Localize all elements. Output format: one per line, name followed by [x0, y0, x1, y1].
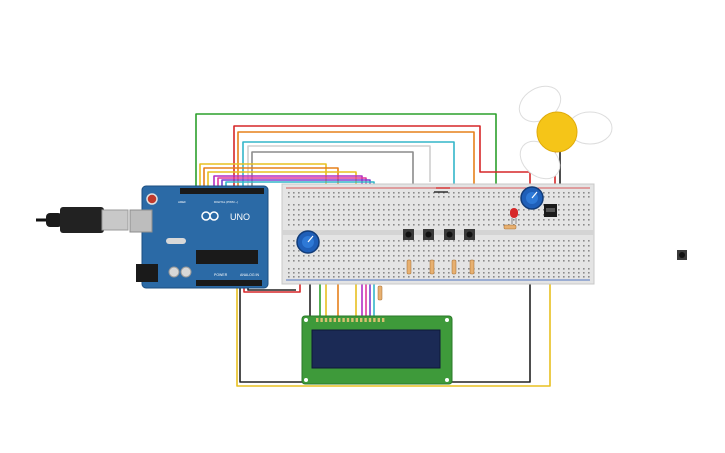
potentiometer-left[interactable] [296, 230, 320, 254]
transistor[interactable] [544, 204, 557, 217]
wire-green-long[interactable] [195, 113, 497, 222]
usb-cable-icon[interactable] [36, 207, 129, 233]
loose-pushbutton[interactable] [677, 250, 687, 260]
breadboard[interactable] [281, 183, 595, 285]
wire-yellow-bottom[interactable] [236, 216, 551, 387]
pushbutton[interactable] [423, 229, 434, 240]
arduino-uno-board[interactable]: UNO DIGITAL (PWM ~) POWER ANALOG IN AREF [129, 185, 269, 289]
lcd-16x2[interactable] [301, 315, 453, 385]
pushbutton[interactable] [403, 229, 414, 240]
wire-red-long[interactable] [233, 125, 531, 192]
analog-label: ANALOG IN [240, 273, 260, 277]
red-led[interactable] [510, 208, 518, 224]
board-brand-text: UNO [230, 212, 250, 222]
pushbutton[interactable] [464, 229, 475, 240]
aref-label: AREF [178, 200, 186, 204]
resistors[interactable] [377, 187, 517, 301]
potentiometer-right[interactable] [520, 186, 544, 210]
pushbuttons[interactable] [403, 229, 475, 240]
pushbutton[interactable] [444, 229, 455, 240]
power-label: POWER [214, 273, 228, 277]
infinity-logo-icon [201, 211, 219, 221]
wire-orange-long[interactable] [237, 131, 475, 232]
lcd-pin-header [316, 318, 385, 322]
dc-fan[interactable] [513, 79, 613, 186]
wire-lightgray[interactable] [247, 145, 431, 192]
digital-label: DIGITAL (PWM ~) [214, 200, 238, 204]
fan-hub-icon [536, 111, 578, 153]
